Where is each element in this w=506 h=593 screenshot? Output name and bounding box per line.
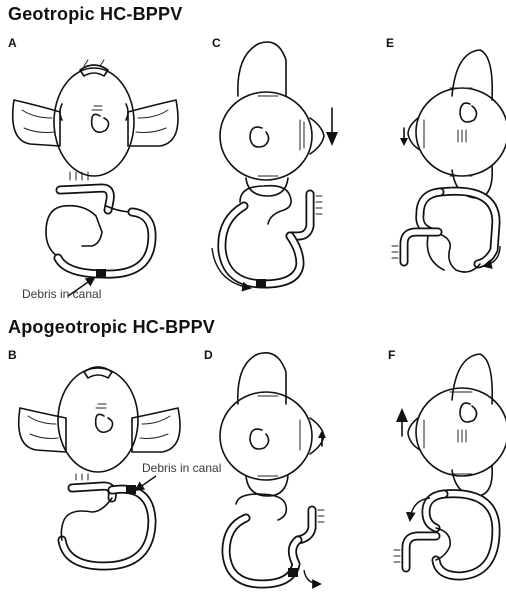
panel-d-canal-diagram xyxy=(226,494,324,584)
panel-e-canal-diagram xyxy=(392,191,500,272)
panel-c-head-illustration xyxy=(220,42,338,196)
panel-e-head-illustration xyxy=(400,50,506,198)
panel-d-head-illustration xyxy=(220,353,326,496)
debris-pointer-arrow-b xyxy=(136,476,156,490)
panel-a-head-illustration xyxy=(13,60,178,176)
panel-f-head-illustration xyxy=(396,354,506,496)
panel-c-canal-diagram xyxy=(212,186,322,288)
panel-f-canal-diagram xyxy=(394,494,496,576)
panel-b-head-illustration xyxy=(19,367,180,472)
debris-pointer-arrow-a xyxy=(68,278,94,296)
panel-a-canal-diagram xyxy=(46,172,152,278)
